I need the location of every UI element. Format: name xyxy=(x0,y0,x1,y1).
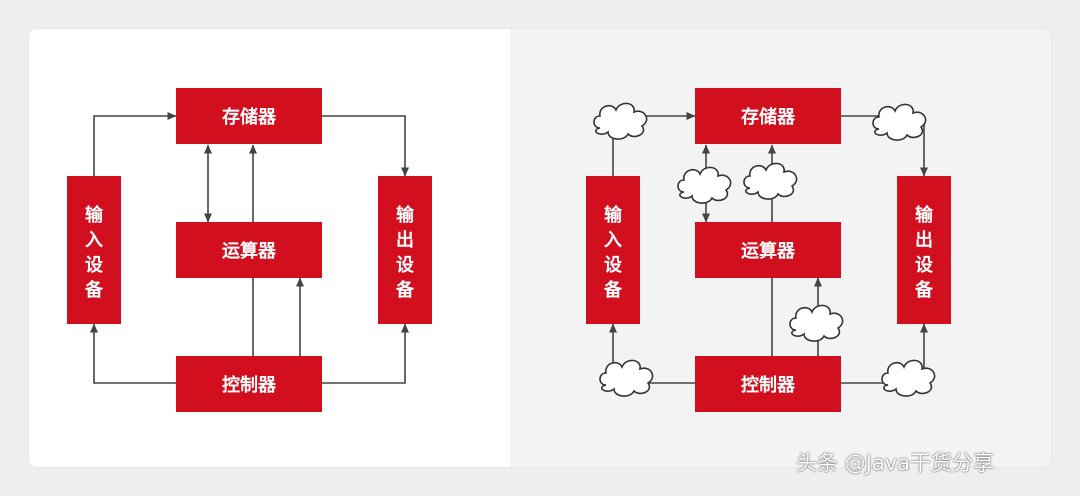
cloud-icon xyxy=(599,359,654,397)
left-input-char: 输 xyxy=(85,204,104,226)
right-output-char: 备 xyxy=(914,279,934,301)
left-alu-label: 运算器 xyxy=(222,240,277,262)
right-alu-box: 运算器 xyxy=(695,222,841,278)
right-memory-label: 存储器 xyxy=(741,106,796,128)
left-output-box: 输 出 设 备 xyxy=(378,176,432,324)
left-input-char: 入 xyxy=(85,230,103,251)
right-input-char: 设 xyxy=(604,255,622,276)
cloud-icon xyxy=(881,359,936,397)
cloud-icon xyxy=(789,304,844,342)
left-control-label: 控制器 xyxy=(222,374,277,396)
right-memory-box: 存储器 xyxy=(695,88,841,144)
right-input-box: 输 入 设 备 xyxy=(586,176,640,324)
left-conn-control-output xyxy=(322,323,409,384)
right-input-char: 备 xyxy=(603,279,623,301)
left-input-char: 备 xyxy=(84,279,104,301)
left-memory-label: 存储器 xyxy=(222,106,277,128)
right-input-char: 入 xyxy=(604,230,622,251)
cloud-icon xyxy=(872,103,927,141)
left-conn-memory-output xyxy=(322,115,409,177)
left-input-box: 输 入 设 备 xyxy=(67,176,121,324)
cloud-icon xyxy=(677,166,732,204)
right-control-box: 控制器 xyxy=(695,356,841,412)
left-output-char: 设 xyxy=(396,255,414,276)
right-output-box: 输 出 设 备 xyxy=(897,176,951,324)
right-output-char: 出 xyxy=(915,229,933,251)
left-conn-input-memory xyxy=(93,112,177,176)
left-control-box: 控制器 xyxy=(176,356,322,412)
watermark: 头条 @Java干货分享 xyxy=(796,451,995,475)
left-alu-box: 运算器 xyxy=(176,222,322,278)
right-input-char: 输 xyxy=(604,204,623,226)
right-diagram: 存储器 运算器 控制器 输 入 设 备 输 出 设 备 xyxy=(586,88,951,412)
left-output-char: 输 xyxy=(396,204,415,226)
right-output-char: 设 xyxy=(915,255,933,276)
left-input-char: 设 xyxy=(85,255,103,276)
left-diagram: 存储器 运算器 控制器 输 入 设 备 输 出 设 备 xyxy=(67,88,432,412)
left-conn-control-input xyxy=(90,323,176,384)
right-output-char: 输 xyxy=(915,204,934,226)
left-memory-box: 存储器 xyxy=(176,88,322,144)
left-output-char: 出 xyxy=(396,229,414,251)
right-alu-label: 运算器 xyxy=(741,240,796,262)
left-output-char: 备 xyxy=(395,279,415,301)
cloud-icon xyxy=(743,162,798,200)
right-control-label: 控制器 xyxy=(741,374,796,396)
cloud-icon xyxy=(593,102,648,140)
